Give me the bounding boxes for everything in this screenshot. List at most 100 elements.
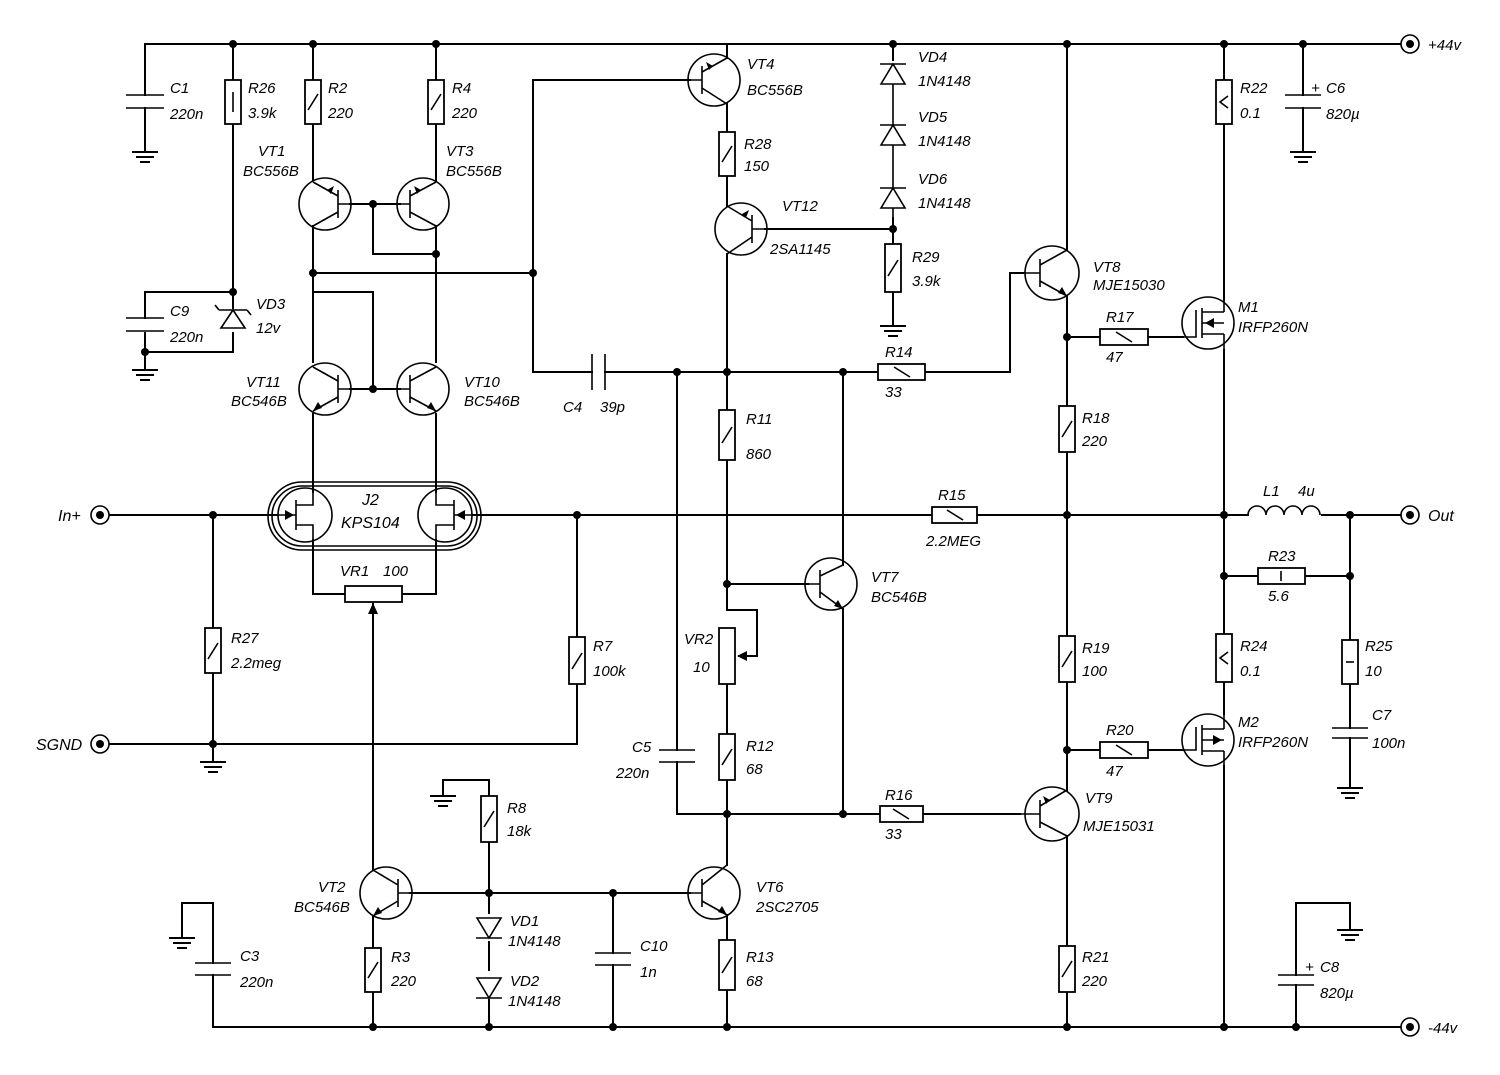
svg-text:33: 33 (885, 826, 902, 843)
svg-text:0.1: 0.1 (1240, 663, 1261, 680)
svg-text:10: 10 (1365, 663, 1382, 680)
svg-text:100: 100 (1082, 663, 1108, 680)
svg-text:0.1: 0.1 (1240, 105, 1261, 122)
svg-text:VT12: VT12 (782, 198, 819, 215)
svg-text:BC546B: BC546B (231, 393, 287, 410)
resistor-r11: R11 860 (718, 409, 772, 463)
svg-text:3.9k: 3.9k (248, 105, 278, 122)
transistor-vt8: VT8 MJE15030 (1024, 245, 1165, 301)
svg-text:1n: 1n (640, 964, 657, 981)
mosfet-m2: M2 IRFP260N (1181, 713, 1308, 767)
mosfet-m1: M1 IRFP260N (1181, 296, 1308, 350)
svg-text:C1: C1 (170, 80, 189, 97)
diode-vd6: VD6 1N4148 (879, 165, 971, 218)
svg-text:R23: R23 (1268, 548, 1296, 565)
svg-text:R24: R24 (1240, 638, 1268, 655)
transistor-vt11: VT11 BC546B (231, 362, 352, 416)
resistor-r29: R29 3.9k (884, 243, 942, 293)
svg-text:220n: 220n (615, 765, 649, 782)
transistor-vt9: VT9 MJE15031 (1020, 786, 1155, 842)
svg-text:100n: 100n (1372, 735, 1405, 752)
svg-text:47: 47 (1106, 763, 1123, 780)
svg-text:BC556B: BC556B (446, 163, 502, 180)
svg-text:C5: C5 (632, 739, 652, 756)
svg-text:R8: R8 (507, 800, 527, 817)
svg-text:R29: R29 (912, 249, 940, 266)
zener-vd3: VD3 12v (214, 296, 286, 337)
svg-text:+: + (1305, 959, 1314, 976)
svg-text:MJE15030: MJE15030 (1093, 277, 1165, 294)
svg-text:68: 68 (746, 761, 763, 778)
svg-text:+44v: +44v (1428, 37, 1462, 54)
svg-text:47: 47 (1106, 349, 1123, 366)
capacitor-c9: C9 220n (126, 303, 203, 346)
diode-vd4: VD4 1N4148 (879, 49, 971, 104)
svg-text:R21: R21 (1082, 949, 1110, 966)
svg-text:R3: R3 (391, 949, 411, 966)
svg-text:C6: C6 (1326, 80, 1346, 97)
svg-text:C4: C4 (563, 399, 582, 416)
svg-text:VT7: VT7 (871, 569, 899, 586)
svg-text:C9: C9 (170, 303, 190, 320)
svg-text:VD4: VD4 (918, 49, 947, 66)
svg-text:18k: 18k (507, 823, 533, 840)
capacitor-c3: C3 220n (195, 948, 273, 991)
svg-text:VD6: VD6 (918, 171, 948, 188)
transistor-vt7: VT7 BC546B (804, 557, 927, 611)
svg-text:1N4148: 1N4148 (918, 73, 971, 90)
transistor-vt6: VT6 2SC2705 (687, 864, 819, 920)
port-v-plus: +44v (1400, 34, 1462, 54)
svg-text:10: 10 (693, 659, 710, 676)
svg-text:12v: 12v (256, 320, 282, 337)
svg-text:820µ: 820µ (1326, 106, 1360, 123)
resistor-r16: R16 33 (879, 787, 924, 843)
svg-text:VT6: VT6 (756, 879, 784, 896)
svg-text:R28: R28 (744, 136, 772, 153)
svg-text:C3: C3 (240, 948, 260, 965)
svg-text:R26: R26 (248, 80, 276, 97)
svg-text:-44v: -44v (1428, 1020, 1459, 1037)
svg-text:J2: J2 (361, 492, 379, 509)
wires (109, 43, 1401, 1028)
port-out: Out (1400, 505, 1454, 525)
svg-text:2.2MEG: 2.2MEG (925, 533, 981, 550)
svg-text:150: 150 (744, 158, 770, 175)
svg-text:BC556B: BC556B (243, 163, 299, 180)
svg-text:2SA1145: 2SA1145 (769, 241, 831, 258)
svg-text:IRFP260N: IRFP260N (1238, 319, 1308, 336)
resistor-r27: R27 2.2meg (204, 627, 282, 674)
capacitor-c10: C10 1n (595, 938, 668, 981)
svg-text:R14: R14 (885, 344, 913, 361)
transistor-vt4: VT4 BC556B (687, 53, 803, 107)
svg-text:2.2meg: 2.2meg (230, 655, 282, 672)
svg-text:R18: R18 (1082, 410, 1110, 427)
svg-text:220n: 220n (169, 106, 203, 123)
resistor-r15: R15 2.2MEG (925, 487, 981, 550)
svg-text:C7: C7 (1372, 707, 1392, 724)
svg-text:R2: R2 (328, 80, 348, 97)
resistor-r14: R14 33 (877, 344, 926, 401)
jfet-pair-j2: J2 KPS104 (267, 481, 482, 551)
svg-text:100: 100 (383, 563, 409, 580)
svg-text:VD1: VD1 (510, 913, 539, 930)
svg-text:VR1: VR1 (340, 563, 369, 580)
svg-text:68: 68 (746, 973, 763, 990)
transistor-vt10: VT10 BC546B (396, 362, 520, 416)
capacitor-c4: C4 39p (563, 354, 625, 416)
resistor-r12: R12 68 (718, 733, 774, 781)
svg-text:220n: 220n (169, 329, 203, 346)
svg-text:BC546B: BC546B (294, 899, 350, 916)
svg-text:220: 220 (451, 105, 478, 122)
svg-text:2SC2705: 2SC2705 (755, 899, 819, 916)
svg-text:In+: In+ (58, 508, 81, 525)
capacitor-c7: C7 100n (1332, 707, 1405, 752)
port-v-minus: -44v (1400, 1017, 1459, 1037)
svg-text:R15: R15 (938, 487, 966, 504)
transistor-vt12: VT12 2SA1145 (714, 198, 831, 258)
diode-vd5: VD5 1N4148 (879, 104, 971, 165)
capacitor-c1: C1 220n (126, 80, 203, 123)
svg-text:39p: 39p (600, 399, 625, 416)
svg-text:VR2: VR2 (684, 631, 714, 648)
svg-text:R13: R13 (746, 949, 774, 966)
